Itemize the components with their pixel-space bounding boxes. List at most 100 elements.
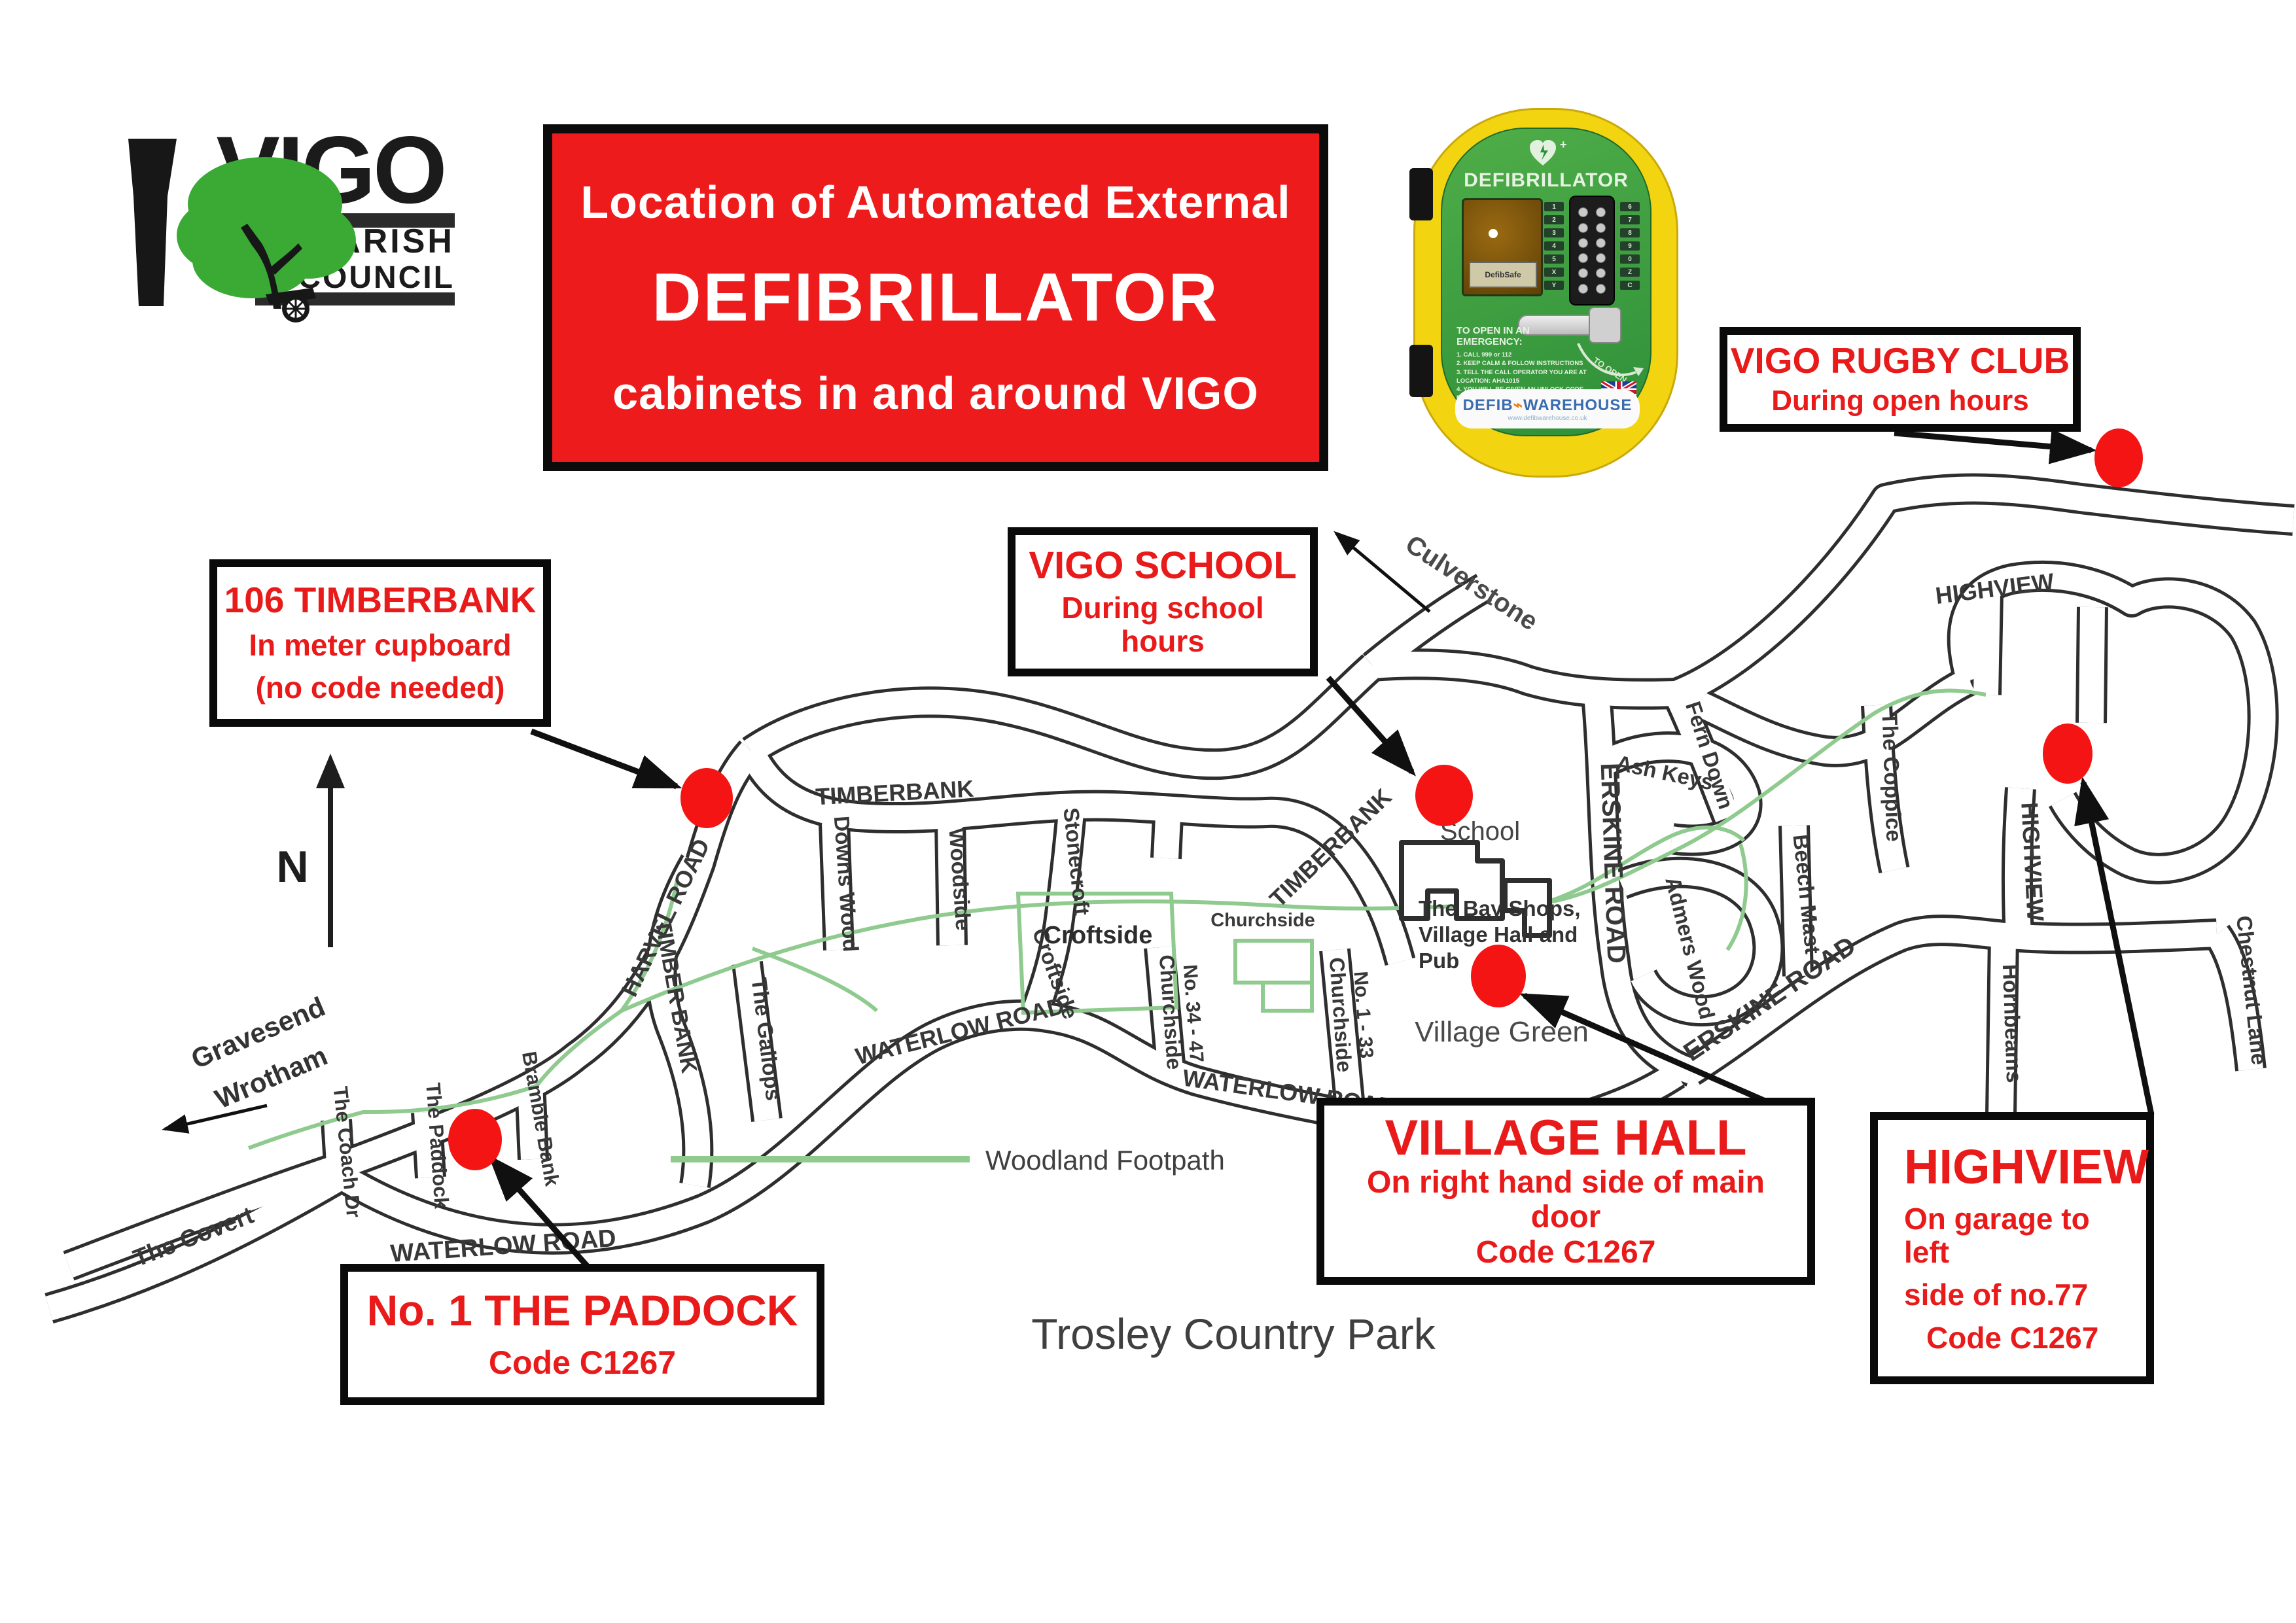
map-label: N [276, 842, 308, 892]
keypad-chip: 7 [1620, 215, 1640, 224]
defib-dot-timberbank [680, 768, 733, 828]
location-box-line: During open hours [1771, 384, 2029, 417]
location-box-village-hall: VILLAGE HALL On right hand side of main … [1316, 1098, 1815, 1285]
keypad-chip: Y [1544, 281, 1564, 290]
compass-north-arrow [316, 754, 345, 947]
map-label: Hornbeams [1998, 964, 2026, 1083]
defib-dot-rugby [2094, 428, 2143, 487]
map-label: Trosley Country Park [1031, 1310, 1436, 1358]
keypad-button [1578, 268, 1588, 279]
keypad-chip: 8 [1620, 228, 1640, 237]
logo-post-icon [128, 139, 177, 306]
location-box-line: Code C1267 [1475, 1235, 1656, 1270]
svg-text:TO OPEN: TO OPEN [1591, 355, 1629, 385]
defib-dot-paddock [448, 1109, 502, 1170]
hinge-icon [1409, 345, 1433, 397]
instruction-line: 2. KEEP CALM & FOLLOW INSTRUCTIONS [1457, 360, 1583, 368]
logo-cannon-icon [266, 288, 316, 323]
banner-line-2: DEFIBRILLATOR [652, 259, 1220, 336]
pointer-arrow [2074, 777, 2155, 1115]
school-building [1399, 840, 1505, 921]
logo-tree-icon [177, 157, 356, 309]
map-label: ERSKINE ROAD [1595, 763, 1631, 964]
instructions-heading: TO OPEN IN AN EMERGENCY: [1457, 325, 1530, 347]
instruction-line: 1. CALL 999 or 112 [1457, 351, 1512, 358]
keypad-chip: C [1620, 281, 1640, 290]
pointer-arrow [530, 728, 682, 790]
location-box-title: VIGO SCHOOL [1029, 544, 1297, 587]
keypad-button [1578, 207, 1588, 218]
lock-body [1589, 307, 1621, 343]
buildings [1399, 840, 1552, 938]
keypad-button [1596, 222, 1606, 233]
keypad-chip: 9 [1620, 241, 1640, 251]
keypad-chip: 3 [1544, 228, 1564, 237]
defib-dot-school [1415, 765, 1473, 826]
brand-url: www.defibwarehouse.co.uk [1508, 415, 1587, 422]
keypad-button [1578, 237, 1588, 248]
keypad-chip: 2 [1544, 215, 1564, 224]
keypad-button [1596, 283, 1606, 294]
keypad-chip: 4 [1544, 241, 1564, 251]
keypad-button [1578, 253, 1588, 264]
hinge-icon [1409, 168, 1433, 220]
brand-right: WAREHOUSE [1523, 396, 1633, 414]
keypad-button [1596, 268, 1606, 279]
defib-dot-village-hall [1471, 945, 1526, 1007]
location-box-vigo-school: VIGO SCHOOL During school hours [1008, 527, 1318, 676]
location-box-line: Code C1267 [1926, 1321, 2099, 1355]
location-box-title: VILLAGE HALL [1385, 1109, 1747, 1166]
svg-text:+: + [1560, 139, 1566, 151]
keypad [1569, 196, 1615, 305]
pointer-arrow [1326, 676, 1416, 777]
location-box-line: Code C1267 [488, 1344, 677, 1381]
keypad-button [1596, 237, 1606, 248]
to-open-arrow: TO OPEN [1577, 343, 1644, 385]
location-box-title: VIGO RUGBY CLUB [1730, 340, 2070, 381]
location-box-line: side of no.77 [1904, 1278, 2089, 1312]
title-banner: Location of Automated External DEFIBRILL… [543, 124, 1328, 471]
location-box-line: In meter cupboard [249, 628, 512, 663]
cabinet-title: DEFIBRILLATOR [1464, 169, 1629, 191]
parish-council-logo: VIGO PARISH COUNCIL [128, 131, 455, 323]
cabinet-handle [1518, 315, 1600, 336]
brand-left: DEFIB [1462, 396, 1513, 414]
pointer-arrow [162, 1104, 268, 1134]
map-label: HIGHVIEW [2016, 801, 2049, 922]
bolt-icon: ⌁ [1513, 396, 1524, 414]
keypad-chip: X [1544, 268, 1564, 277]
bay-shops-building [1502, 878, 1552, 938]
keypad-chip: 0 [1620, 254, 1640, 264]
map-label: Woodland Footpath [985, 1145, 1225, 1176]
keypad-button [1596, 253, 1606, 264]
location-box-line: During school hours [1061, 591, 1264, 658]
map-label: The Bay Shops, [1419, 896, 1581, 920]
brand-band: DEFIB⌁WAREHOUSE www.defibwarehouse.co.uk [1455, 389, 1640, 428]
location-box-line: On garage to left [1904, 1202, 2090, 1269]
location-box-title: No. 1 THE PADDOCK [366, 1286, 798, 1335]
map-label: Pub [1419, 949, 1459, 973]
keypad-button [1578, 283, 1588, 294]
keypad-chip: 1 [1544, 202, 1564, 211]
map-label: Village Hall and [1419, 922, 1578, 947]
location-box-line: On right hand side of main door [1366, 1164, 1765, 1234]
defib-dot-highview [2043, 724, 2093, 784]
banner-line-1: Location of Automated External [580, 176, 1291, 228]
instruction-line: 3. TELL THE CALL OPERATOR YOU ARE AT LOC… [1457, 368, 1587, 385]
cabinet-window: DefibSafe [1462, 198, 1543, 296]
woodland-footpaths [247, 688, 1987, 1150]
location-box-line: (no code needed) [255, 671, 505, 705]
keypad-chip: 5 [1544, 254, 1564, 264]
location-box-no1-the-paddock: No. 1 THE PADDOCK Code C1267 [340, 1264, 824, 1405]
location-box-106-timberbank: 106 TIMBERBANK In meter cupboard(no code… [209, 559, 551, 727]
pointer-arrow [1519, 992, 1768, 1105]
defibsafe-label: DefibSafe [1469, 262, 1537, 288]
location-box-title: HIGHVIEW [1904, 1140, 2149, 1195]
